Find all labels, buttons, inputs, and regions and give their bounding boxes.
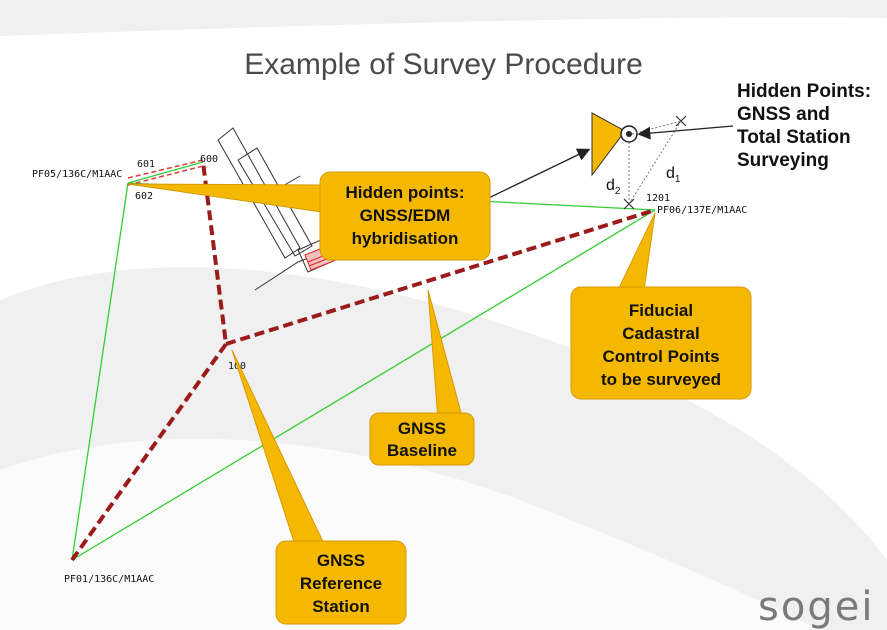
callout-reference-line-2: Reference bbox=[300, 574, 382, 593]
side-note-line-2: GNSS and bbox=[737, 104, 830, 125]
callout-fiducial: Fiducial Cadastral Control Points to be … bbox=[570, 212, 752, 400]
page-title: Example of Survey Procedure bbox=[244, 48, 643, 81]
side-note-line-4: Surveying bbox=[737, 150, 829, 171]
callout-baseline-line-2: Baseline bbox=[387, 441, 457, 460]
point-label-1201: 1201 bbox=[646, 193, 670, 204]
point-label-pf06: PF06/137E/M1AAC bbox=[657, 205, 747, 216]
sogei-logo: sogei bbox=[758, 584, 875, 630]
distance-label-d2: d2 bbox=[606, 177, 621, 197]
traverse-light-lines bbox=[127, 159, 204, 186]
callout-fiducial-line-2: Cadastral bbox=[622, 324, 699, 343]
side-note: Hidden Points: GNSS and Total Station Su… bbox=[737, 80, 871, 172]
callout-reference-line-3: Station bbox=[312, 597, 370, 616]
callout-hidden-points: Hidden points: GNSS/EDM hybridisation bbox=[127, 171, 491, 261]
callout-reference-line-1: GNSS bbox=[317, 551, 365, 570]
callout-hidden-points-line-3: hybridisation bbox=[352, 229, 459, 248]
background-swoosh-inner bbox=[0, 438, 820, 630]
background-swoosh-top bbox=[0, 0, 887, 36]
callout-fiducial-line-1: Fiducial bbox=[629, 301, 693, 320]
prism-triangle-icon bbox=[591, 112, 626, 177]
target-circle-icon bbox=[620, 125, 638, 143]
callout-reference-station: GNSS Reference Station bbox=[231, 349, 407, 625]
side-note-arrow bbox=[637, 125, 734, 140]
callout-fiducial-line-4: to be surveyed bbox=[601, 370, 721, 389]
point-label-602: 602 bbox=[135, 191, 153, 202]
point-label-pf01: PF01/136C/M1AAC bbox=[64, 574, 154, 585]
callout-baseline: GNSS Baseline bbox=[369, 289, 475, 466]
callout-hidden-points-line-1: Hidden points: bbox=[346, 183, 465, 202]
callout-fiducial-line-3: Control Points bbox=[602, 347, 719, 366]
distance-label-d1: d1 bbox=[666, 165, 681, 185]
point-label-601: 601 bbox=[137, 159, 155, 170]
point-label-600: 600 bbox=[200, 154, 218, 165]
point-label-pf05: PF05/136C/M1AAC bbox=[32, 169, 122, 180]
side-note-line-1: Hidden Points: bbox=[737, 81, 872, 102]
callout-hidden-points-line-2: GNSS/EDM bbox=[360, 206, 451, 225]
side-note-line-3: Total Station bbox=[737, 127, 851, 148]
callout-baseline-line-1: GNSS bbox=[398, 419, 446, 438]
